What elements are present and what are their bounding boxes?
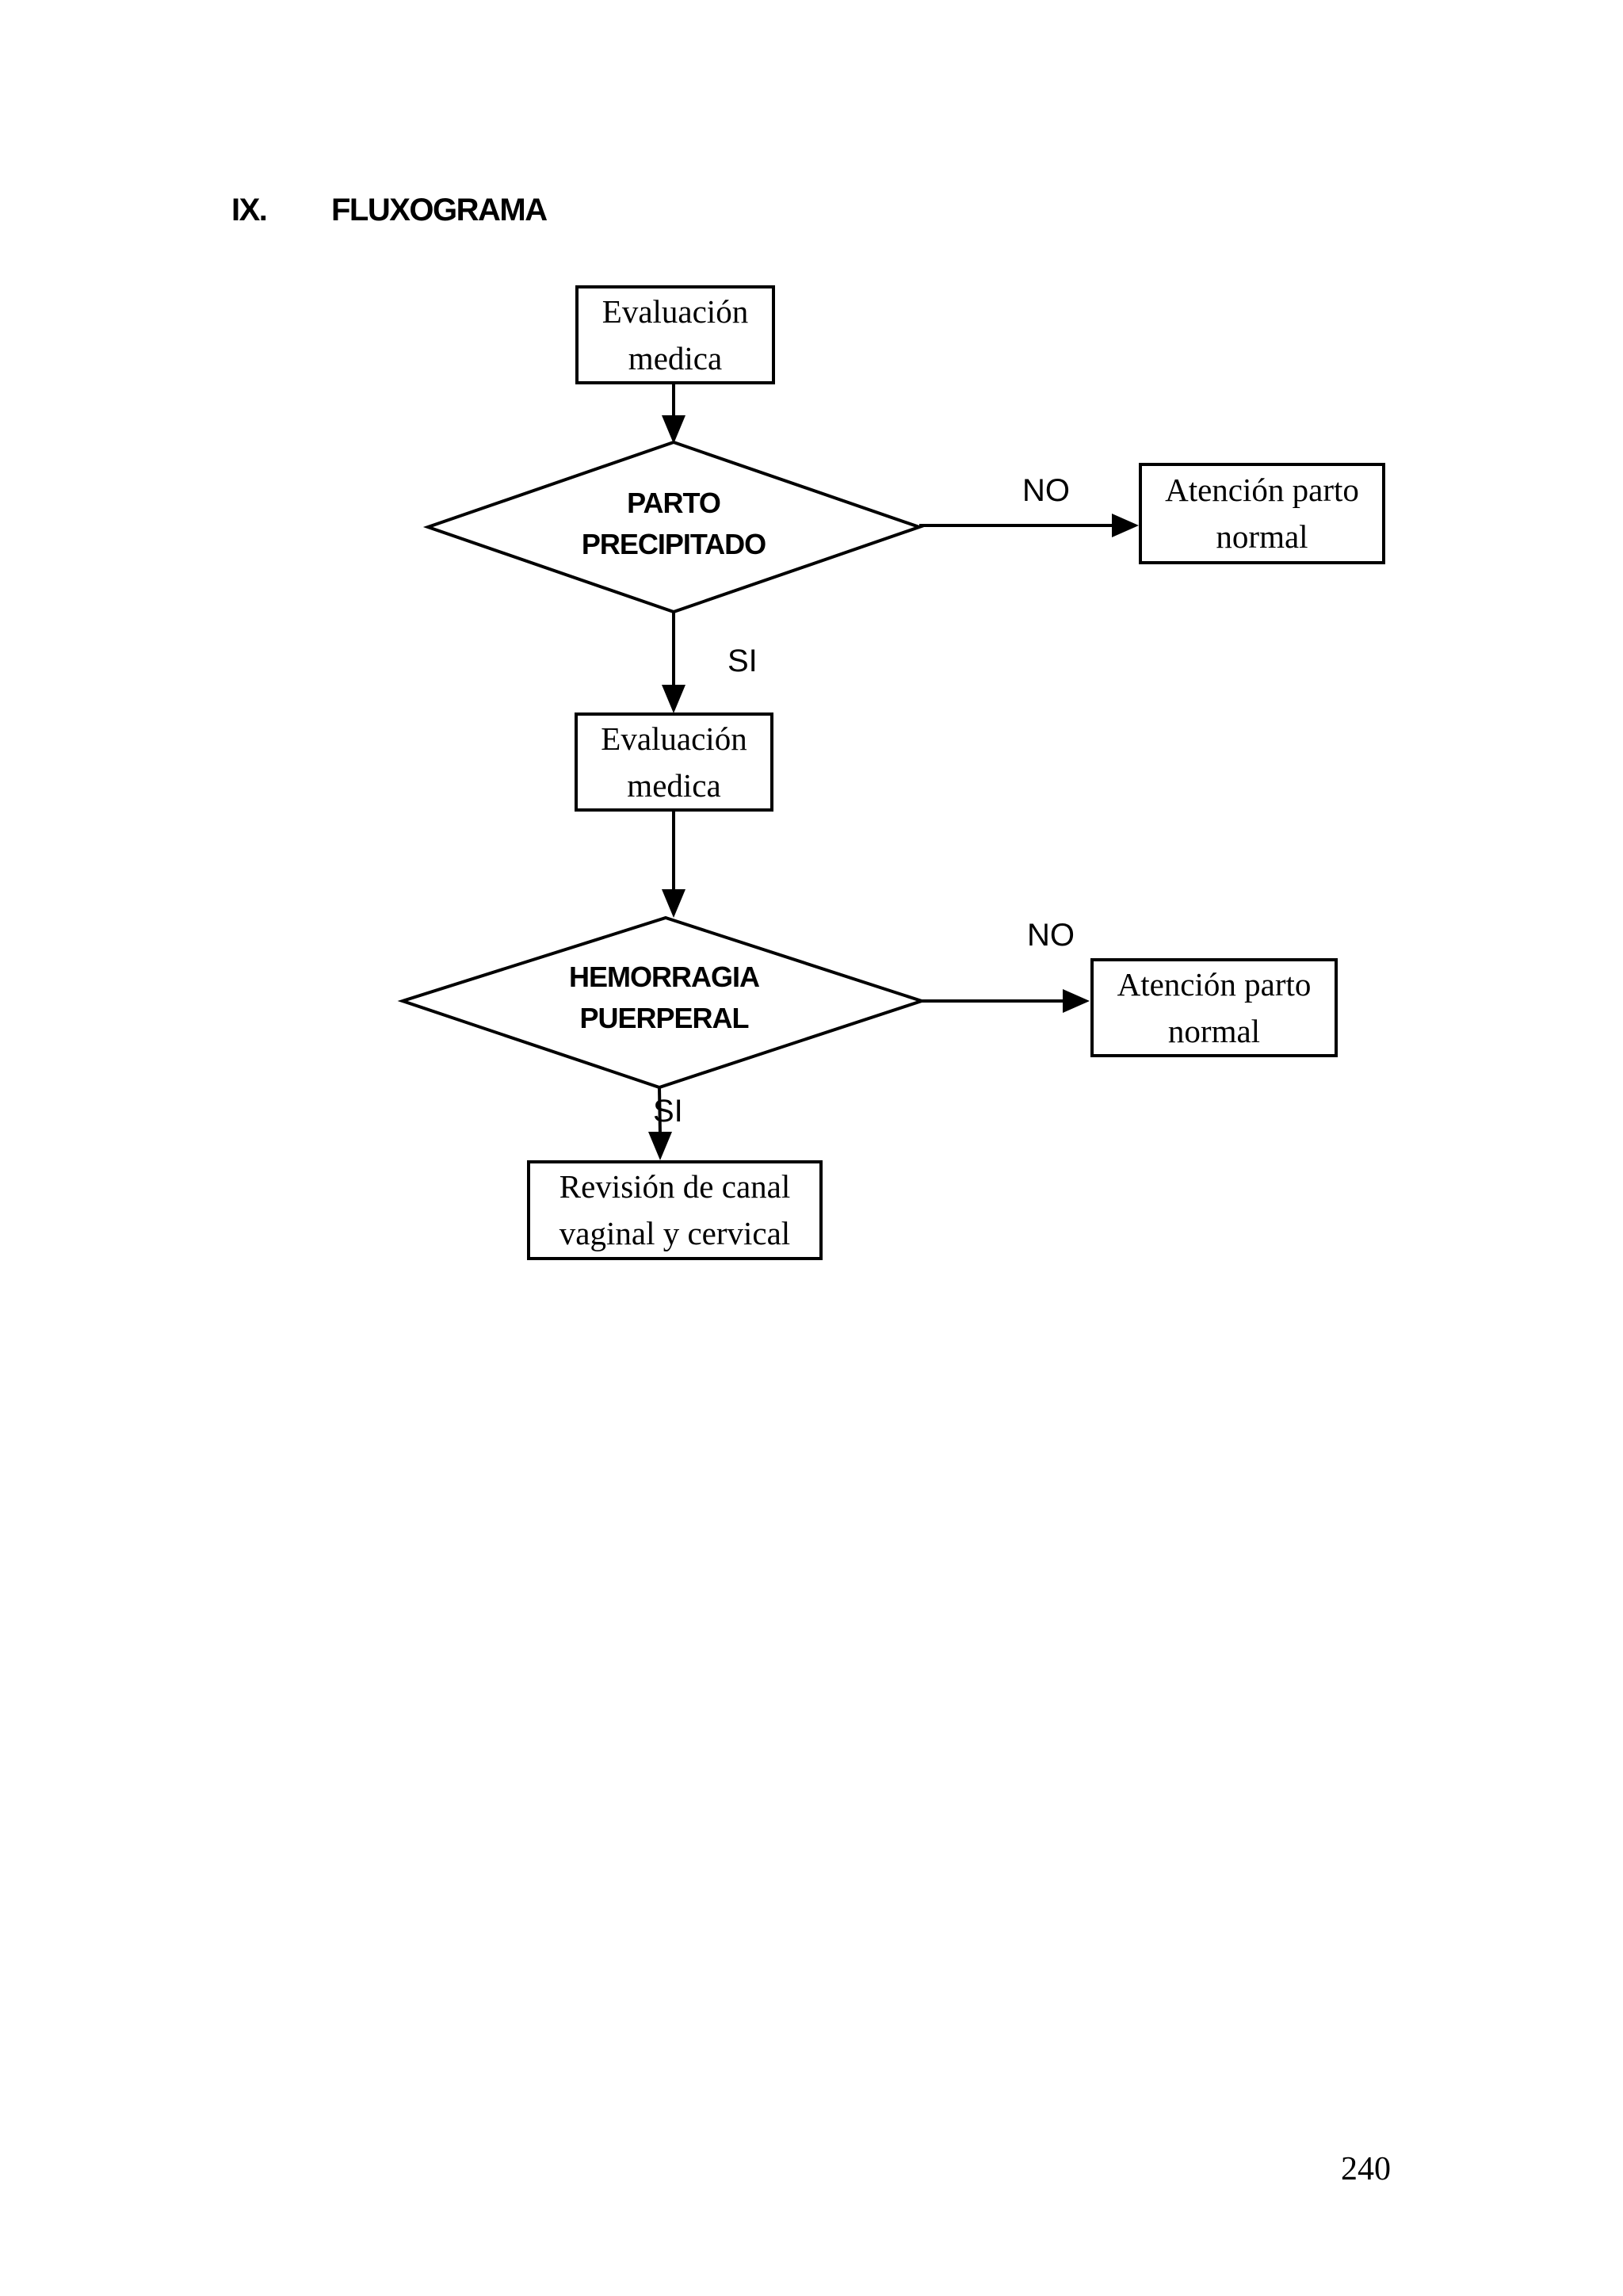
arrowhead-decision2-si <box>648 1132 672 1160</box>
node-label-line: vaginal y cervical <box>559 1215 791 1251</box>
node-evaluacion-medica-2: Evaluación medica <box>575 712 773 812</box>
decision-parto-precipitado-label: PARTO PRECIPITADO <box>515 480 832 567</box>
section-number: IX. <box>231 193 268 227</box>
decision-label-line: PRECIPITADO <box>581 528 766 560</box>
edge-label-no-2: NO <box>1027 918 1075 953</box>
decision-label-line: HEMORRAGIA <box>569 961 760 993</box>
node-atencion-parto-normal-1: Atención parto normal <box>1139 463 1385 564</box>
page-number: 240 <box>1341 2151 1391 2187</box>
decision-label-line: PUERPERAL <box>579 1002 749 1034</box>
node-label-line: medica <box>628 339 723 376</box>
edge-label-no-1: NO <box>1022 473 1070 508</box>
arrowhead-eval2-to-decision2 <box>662 889 685 918</box>
arrowhead-eval1-to-decision1 <box>662 415 685 444</box>
edge-label-si-1: SI <box>727 644 758 678</box>
node-revision-canal: Revisión de canal vaginal y cervical <box>527 1160 823 1260</box>
node-label-line: Evaluación <box>601 720 747 757</box>
arrowhead-decision1-no <box>1112 514 1139 537</box>
decision-label-line: PARTO <box>627 487 721 519</box>
section-title: FLUXOGRAMA <box>331 193 548 227</box>
node-atencion-parto-normal-2: Atención parto normal <box>1090 958 1338 1057</box>
edge-label-si-2: SI <box>653 1094 683 1129</box>
node-label-line: Atención parto <box>1117 965 1312 1003</box>
node-label-line: Revisión de canal <box>559 1168 791 1205</box>
arrowhead-decision1-si <box>662 685 685 713</box>
node-label-line: medica <box>627 766 721 804</box>
node-label-line: Evaluación <box>601 292 749 330</box>
arrowhead-decision2-no <box>1063 989 1090 1013</box>
node-evaluacion-medica-1: Evaluación medica <box>575 285 775 384</box>
decision-hemorragia-puerperal-label: HEMORRAGIA PUERPERAL <box>506 954 823 1041</box>
arrow-decision2-si <box>658 1087 662 1136</box>
node-label-line: Atención parto <box>1165 472 1359 508</box>
node-label-line: normal <box>1167 1012 1261 1049</box>
node-label-line: normal <box>1216 518 1308 555</box>
